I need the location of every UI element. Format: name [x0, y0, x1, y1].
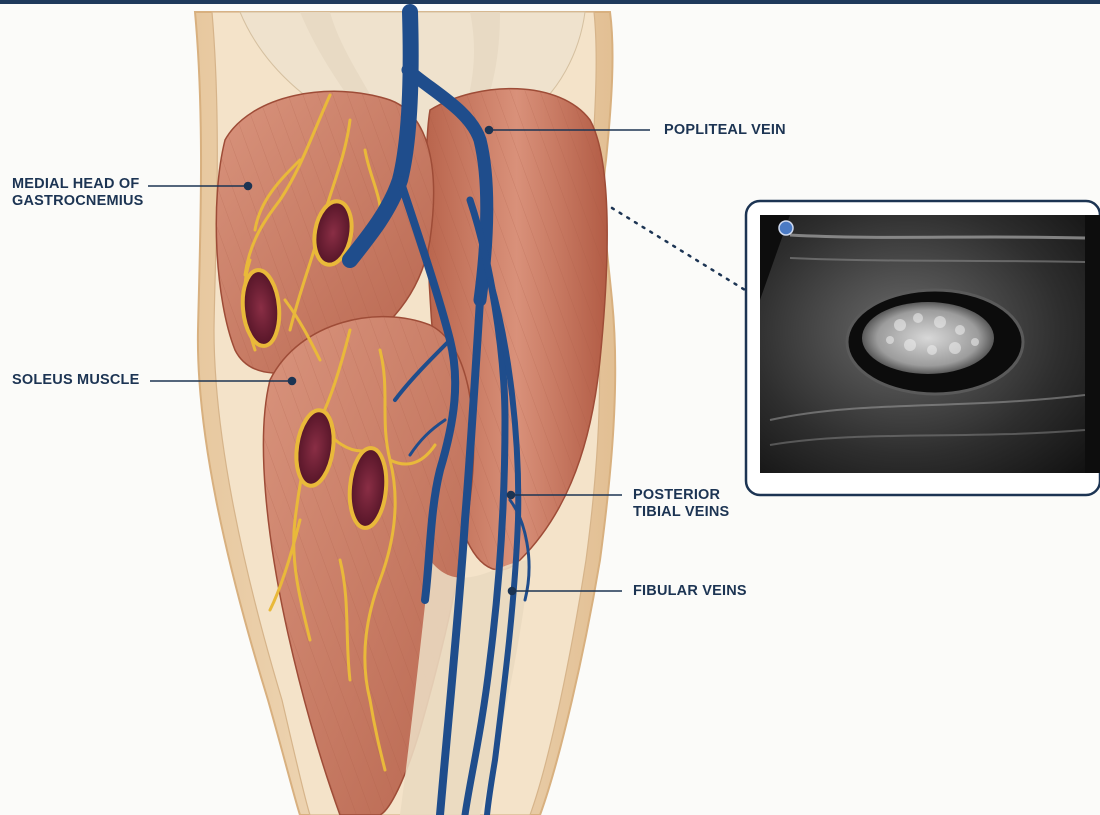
- label-posterior-tibial-veins: POSTERIOR TIBIAL VEINS: [633, 487, 729, 521]
- blue-dot-icon: [779, 221, 793, 235]
- ultrasound-connector: [612, 208, 745, 290]
- label-fibular-veins: FIBULAR VEINS: [633, 583, 747, 600]
- label-medial-head-gastrocnemius: MEDIAL HEAD OF GASTROCNEMIUS: [12, 176, 144, 210]
- ultrasound-inset: [746, 201, 1100, 495]
- label-soleus-muscle: SOLEUS MUSCLE: [12, 372, 139, 389]
- label-popliteal-vein: POPLITEAL VEIN: [664, 122, 786, 139]
- ultrasound-thrombus: [862, 302, 994, 374]
